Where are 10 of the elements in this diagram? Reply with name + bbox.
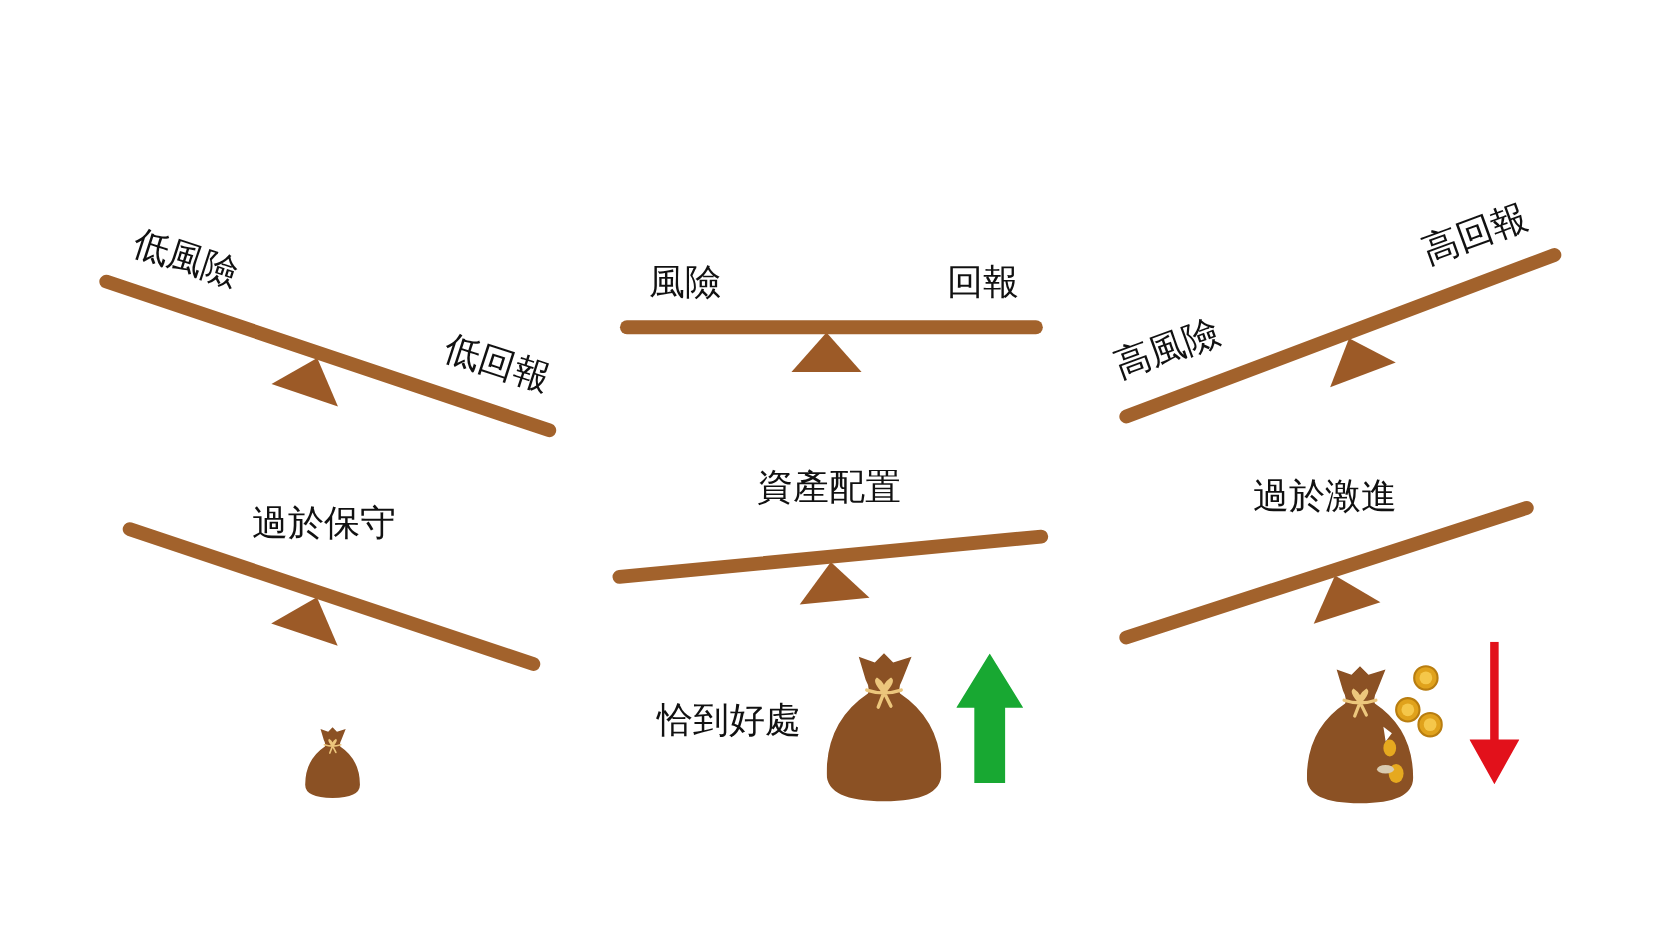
caption-label: 恰到好處	[656, 700, 802, 741]
seesaw-label: 高回報	[1417, 196, 1533, 271]
seesaw-label: 回報	[946, 261, 1019, 302]
seesaw-label: 低風險	[128, 222, 244, 294]
caption-label: 過於激進	[1252, 476, 1398, 517]
seesaw-label: 低回報	[439, 327, 555, 399]
caption-label: 過於保守	[251, 502, 397, 543]
caption-label: 資產配置	[756, 466, 901, 507]
seesaw-label: 風險	[649, 261, 722, 302]
seesaw-label: 高風險	[1108, 311, 1225, 386]
